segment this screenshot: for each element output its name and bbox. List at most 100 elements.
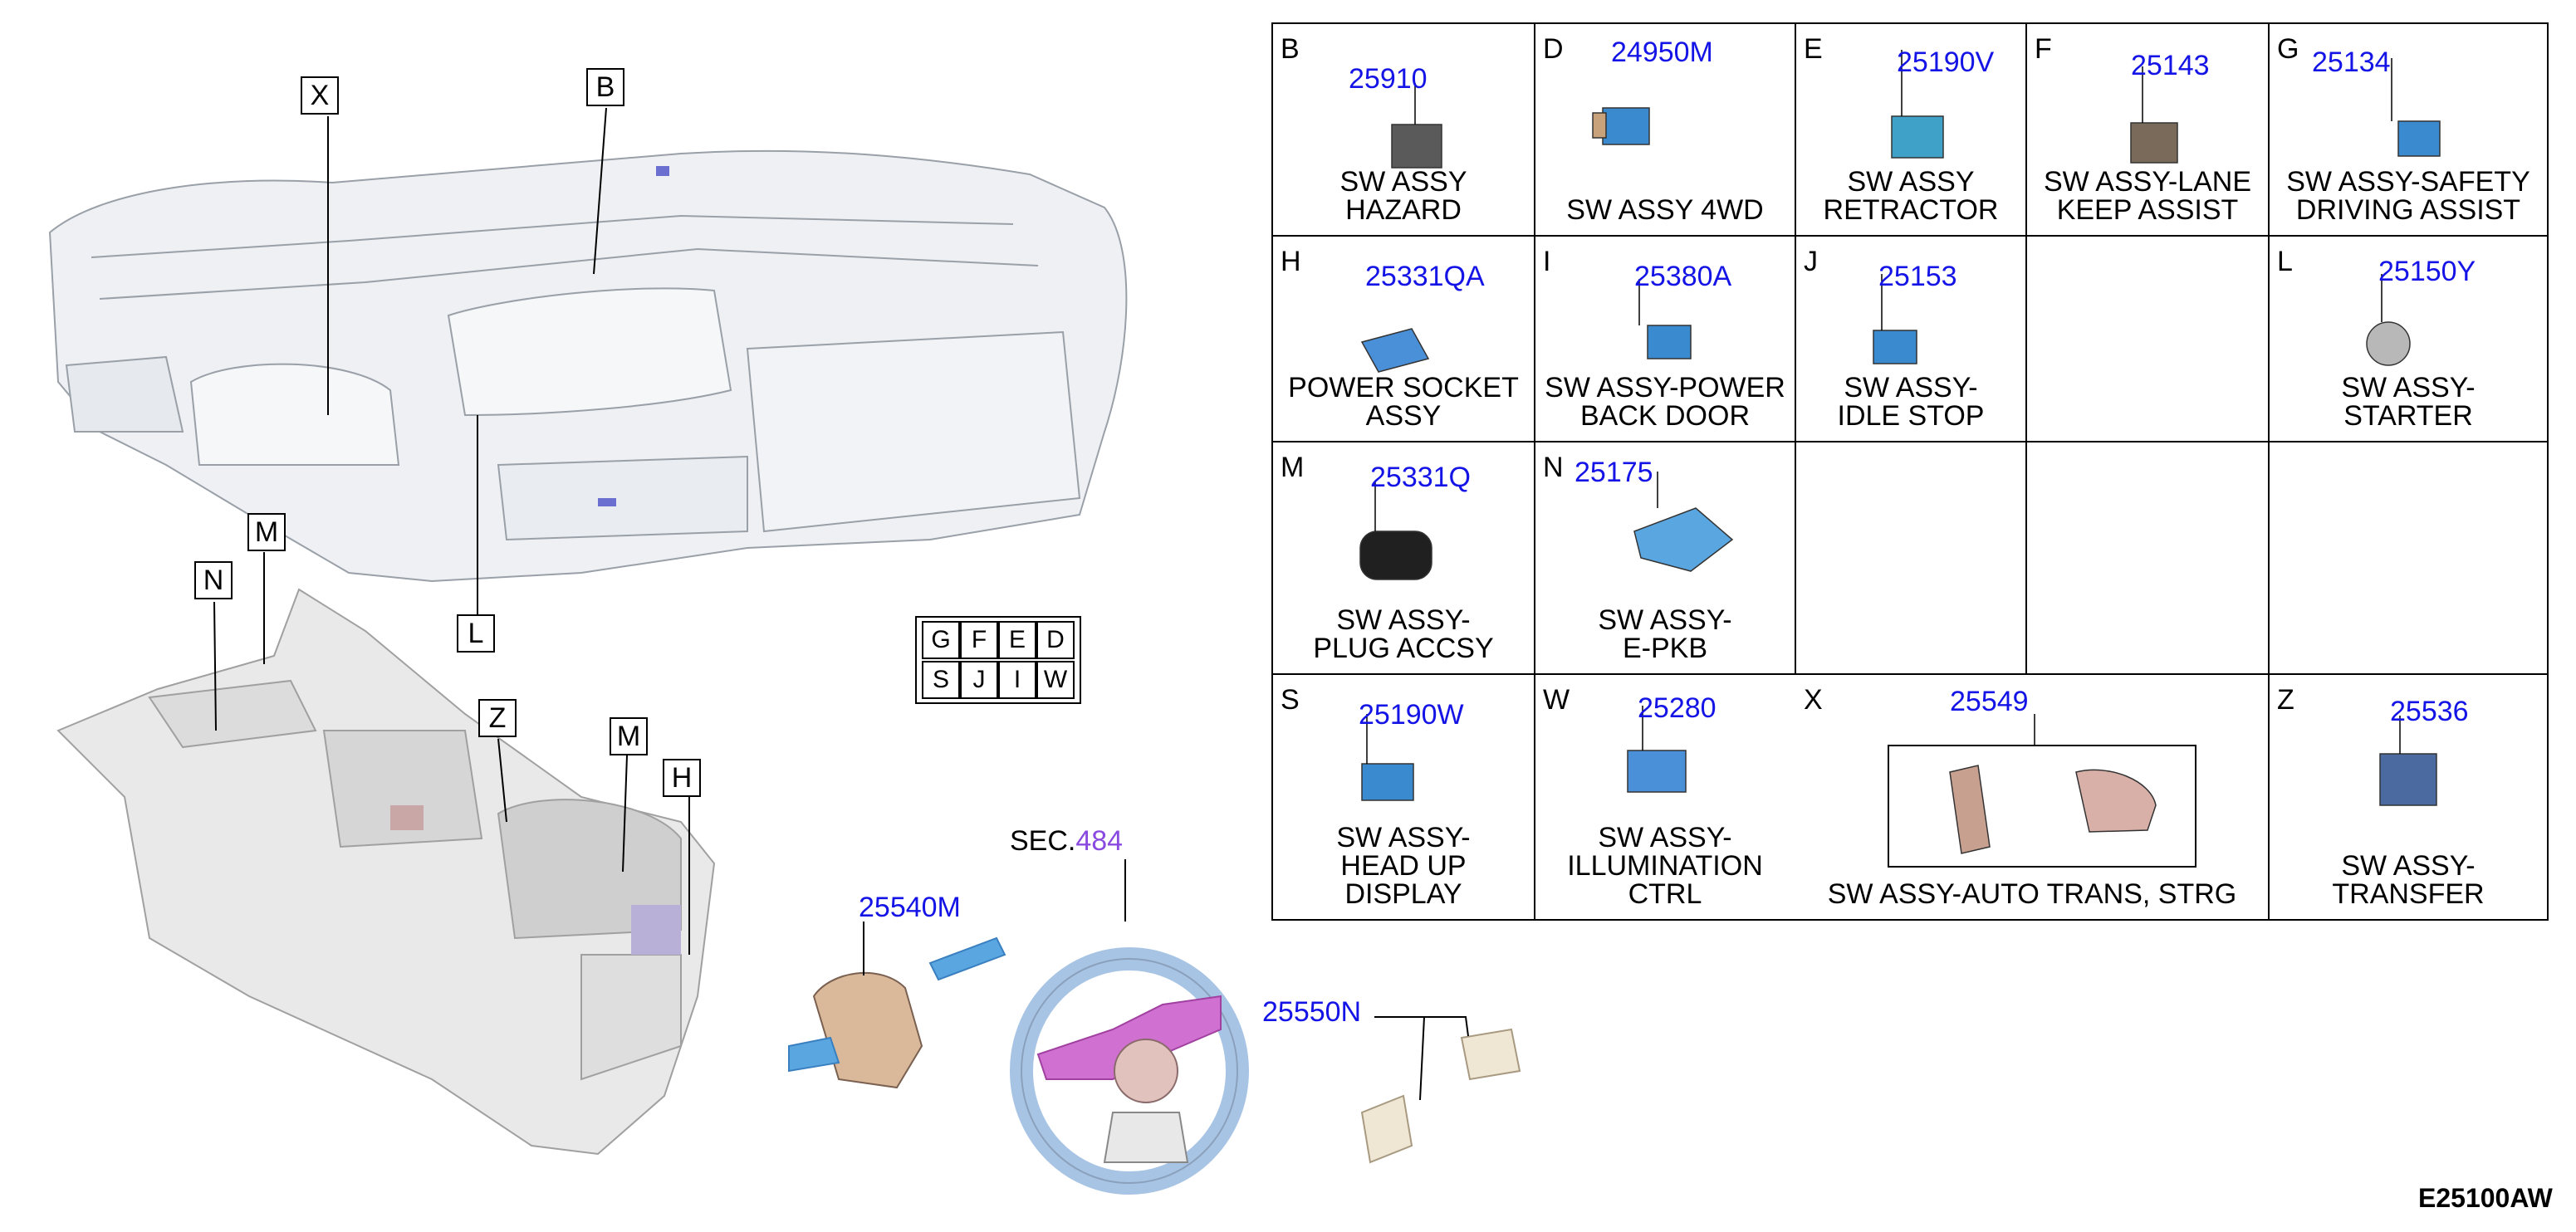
cell-part-name-line: E-PKB bbox=[1622, 633, 1708, 664]
cell-part-name: SW ASSY-STARTER bbox=[2269, 374, 2548, 430]
cell-part-name-line: POWER SOCKET bbox=[1288, 372, 1519, 403]
cell-part-name-line: STARTER bbox=[2343, 400, 2473, 432]
cell-letter: D bbox=[1543, 33, 1564, 65]
cell-part-number: 25153 bbox=[1878, 261, 1957, 292]
cell-part-number: 25190V bbox=[1897, 46, 1995, 78]
part-thumbnails bbox=[1359, 50, 2441, 854]
part-image-25331QA bbox=[1360, 328, 1430, 373]
part-image-24950M bbox=[1592, 107, 1650, 145]
cell-part-name-line: SW ASSY- bbox=[1844, 372, 1978, 403]
cell-letter: S bbox=[1281, 684, 1300, 716]
cell-part-name-line: ILLUMINATION bbox=[1567, 850, 1763, 882]
legend-cell: E bbox=[998, 621, 1036, 659]
cell-part-name-line: SW ASSY-AUTO TRANS, STRG bbox=[1827, 878, 2237, 910]
part-image-25190V bbox=[1891, 50, 1944, 159]
parts-table-cell: M 25331Q SW ASSY-PLUG ACCSY bbox=[1272, 442, 1535, 674]
leader-lines bbox=[213, 107, 1469, 1101]
cell-part-name-line: TRANSFER bbox=[2332, 878, 2485, 910]
callout-n: N bbox=[194, 561, 233, 599]
cell-part-name-line: SW ASSY- bbox=[2341, 372, 2476, 403]
cell-letter: W bbox=[1543, 684, 1570, 716]
steering-switches-drawing bbox=[1360, 1028, 1521, 1164]
cell-part-number: 25143 bbox=[2131, 50, 2210, 81]
cell-part-name-line: ASSY bbox=[1365, 400, 1442, 432]
cell-part-name-line: KEEP ASSIST bbox=[2056, 194, 2239, 226]
cell-part-name-line: SW ASSY- bbox=[1336, 822, 1471, 853]
part-number-steering-switch: 25550N bbox=[1262, 996, 1362, 1028]
cell-part-name-line: RETRACTOR bbox=[1823, 194, 1999, 226]
combination-switch-drawing bbox=[788, 936, 1006, 1089]
cell-part-number: 25380A bbox=[1634, 261, 1732, 292]
cell-part-name-line: PLUG ACCSY bbox=[1313, 633, 1494, 664]
part-number-combination-switch: 25540M bbox=[859, 892, 961, 923]
cell-part-name-line: SW ASSY- bbox=[1598, 822, 1732, 853]
callout-h: H bbox=[663, 759, 701, 797]
cell-letter: B bbox=[1281, 33, 1300, 65]
cell-part-name-line: SW ASSY- bbox=[1598, 604, 1732, 636]
cell-part-name-line: DRIVING ASSIST bbox=[2295, 194, 2521, 226]
cell-part-name-line: DISPLAY bbox=[1344, 878, 1462, 910]
cell-part-number: 24950M bbox=[1611, 37, 1713, 68]
cell-part-number: 25549 bbox=[1950, 686, 2029, 717]
cell-part-number: 25331Q bbox=[1370, 462, 1471, 493]
cell-part-number: 25331QA bbox=[1365, 261, 1485, 292]
cell-part-number: 25175 bbox=[1574, 457, 1653, 488]
callout-m-top: M bbox=[247, 513, 286, 551]
part-image-25280 bbox=[1627, 706, 1687, 793]
cell-part-name-line: HAZARD bbox=[1345, 194, 1462, 226]
cell-letter: Z bbox=[2277, 684, 2294, 716]
steering-wheel-drawing bbox=[1010, 947, 1249, 1195]
cell-part-name-line: SW ASSY bbox=[1339, 166, 1467, 198]
cell-part-name-line: SW ASSY-SAFETY bbox=[2286, 166, 2530, 198]
figure-id: E25100AW bbox=[2418, 1183, 2553, 1213]
legend-cell: F bbox=[960, 621, 998, 659]
part-image-25175 bbox=[1633, 472, 1734, 572]
switch-location-legend: G F E D S J I W bbox=[915, 616, 1081, 704]
cell-part-number: 25536 bbox=[2390, 696, 2469, 727]
part-image-25153 bbox=[1873, 274, 1917, 364]
section-label: SEC. bbox=[1010, 825, 1076, 857]
section-reference: SEC.484 bbox=[1010, 827, 1123, 855]
legend-cell: G bbox=[922, 621, 960, 659]
cell-part-name-line: SW ASSY bbox=[1847, 166, 1975, 198]
cell-part-name: SW ASSY-PLUG ACCSY bbox=[1272, 606, 1535, 662]
cell-part-name: SW ASSY-TRANSFER bbox=[2269, 852, 2548, 908]
cell-part-name-line: IDLE STOP bbox=[1837, 400, 1985, 432]
cell-letter: M bbox=[1281, 452, 1305, 483]
callout-x: X bbox=[301, 76, 339, 115]
cell-part-name: SW ASSY 4WD bbox=[1535, 196, 1795, 224]
center-console-drawing bbox=[56, 588, 716, 1156]
cell-part-number: 25280 bbox=[1638, 692, 1717, 724]
parts-table-grid bbox=[1271, 22, 2549, 921]
part-image-25536 bbox=[2379, 716, 2437, 806]
cell-part-name-line: SW ASSY 4WD bbox=[1566, 194, 1764, 226]
cell-part-number: 25910 bbox=[1349, 63, 1428, 95]
cell-part-name-line: SW ASSY- bbox=[1336, 604, 1471, 636]
cell-letter: G bbox=[2277, 33, 2299, 65]
cell-part-name-line: BACK DOOR bbox=[1579, 400, 1751, 432]
cell-part-name-line: SW ASSY-LANE bbox=[2043, 166, 2252, 198]
parts-table-cell bbox=[1795, 442, 2026, 674]
parts-table-cell bbox=[2269, 442, 2548, 674]
cell-part-number: 25150Y bbox=[2378, 256, 2476, 287]
cell-letter: I bbox=[1543, 246, 1551, 277]
cell-part-name: SW ASSY-AUTO TRANS, STRG bbox=[1795, 880, 2269, 908]
part-image-25331Q bbox=[1359, 482, 1432, 580]
cell-letter: N bbox=[1543, 452, 1564, 483]
part-image-25143 bbox=[2130, 66, 2178, 164]
callout-b: B bbox=[586, 68, 624, 106]
